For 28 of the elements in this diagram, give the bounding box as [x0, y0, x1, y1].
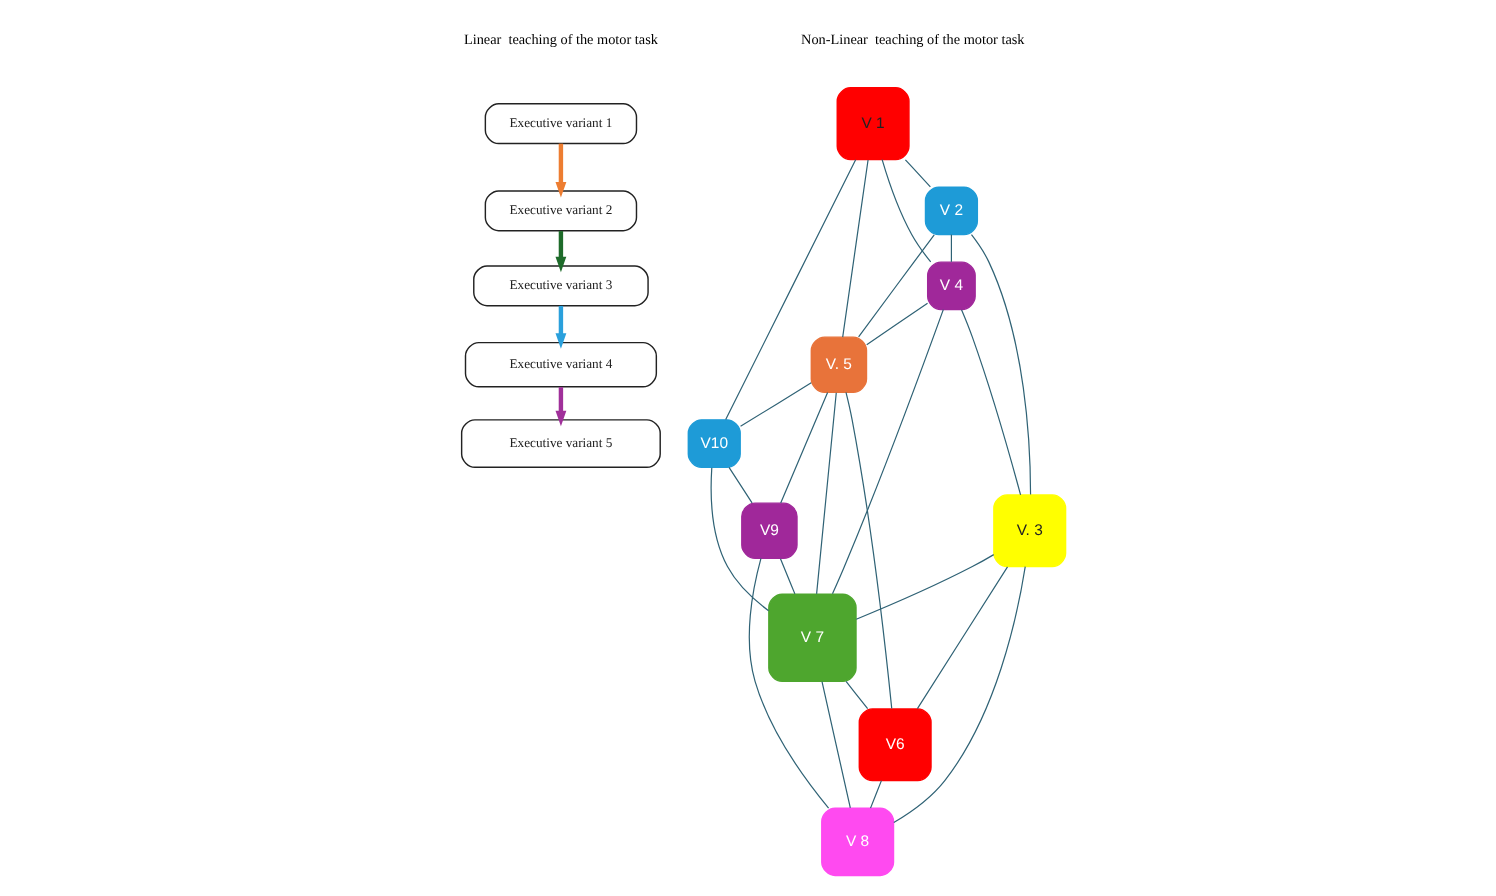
connector	[844, 680, 868, 710]
arrow	[554, 387, 566, 427]
connector	[865, 302, 928, 346]
connector	[969, 234, 1031, 496]
connector	[779, 391, 828, 504]
connector	[778, 558, 795, 595]
connector	[841, 159, 868, 338]
connector	[738, 382, 811, 427]
connector	[727, 466, 752, 504]
connector	[830, 309, 943, 595]
arrow	[554, 143, 566, 198]
connector	[724, 159, 856, 421]
connector	[915, 566, 1008, 710]
connector	[815, 392, 836, 595]
connector	[868, 780, 881, 809]
connector	[892, 566, 1025, 824]
connector	[709, 467, 769, 612]
connector	[747, 557, 829, 809]
connector	[959, 309, 1021, 496]
connector	[854, 554, 994, 620]
connector	[857, 234, 934, 338]
connector	[949, 233, 952, 263]
connector	[880, 159, 931, 263]
connector	[820, 681, 850, 809]
connector	[903, 159, 930, 188]
connector	[844, 391, 892, 710]
arrow	[554, 231, 566, 273]
arrow	[554, 305, 566, 349]
